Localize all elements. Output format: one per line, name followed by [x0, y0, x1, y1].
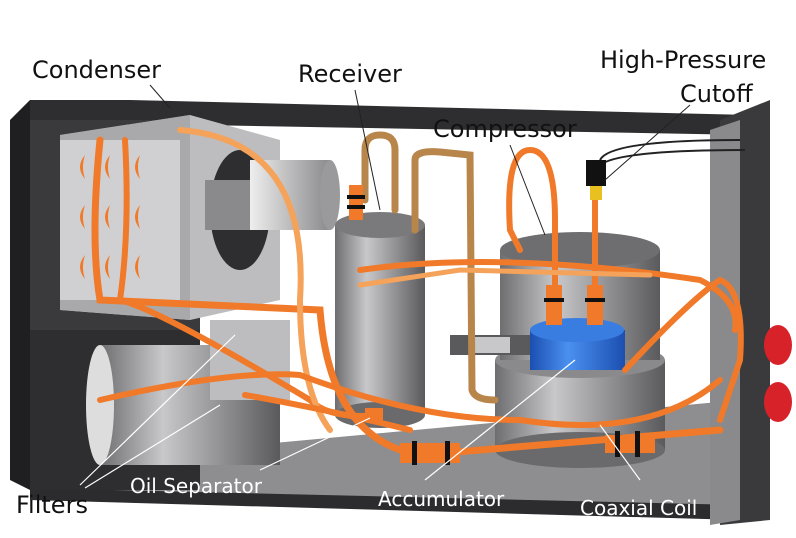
- leader-lines-white: [79, 334, 641, 489]
- label-receiver: Receiver: [298, 60, 402, 88]
- label-high-pressure-cutoff-2: Cutoff: [680, 80, 753, 108]
- label-compressor: Compressor: [433, 115, 577, 143]
- label-high-pressure-cutoff-1: High-Pressure: [600, 46, 766, 74]
- control-knobs: [764, 325, 792, 422]
- knob-top[interactable]: [764, 325, 792, 365]
- high-pressure-cutoff-switch: [586, 139, 746, 200]
- receiver: [335, 212, 425, 428]
- oil-separator: [30, 320, 290, 490]
- label-oil-separator: Oil Separator: [130, 474, 263, 498]
- label-accumulator: Accumulator: [378, 487, 505, 511]
- label-coaxial-coil: Coaxial Coil: [580, 496, 697, 520]
- label-condenser: Condenser: [32, 56, 161, 84]
- tube-fittings: [347, 185, 655, 465]
- refrigerant-tubing: [91, 127, 744, 459]
- knob-bottom[interactable]: [764, 382, 792, 422]
- label-filters: Filters: [16, 491, 88, 519]
- leader-lines: [149, 84, 691, 236]
